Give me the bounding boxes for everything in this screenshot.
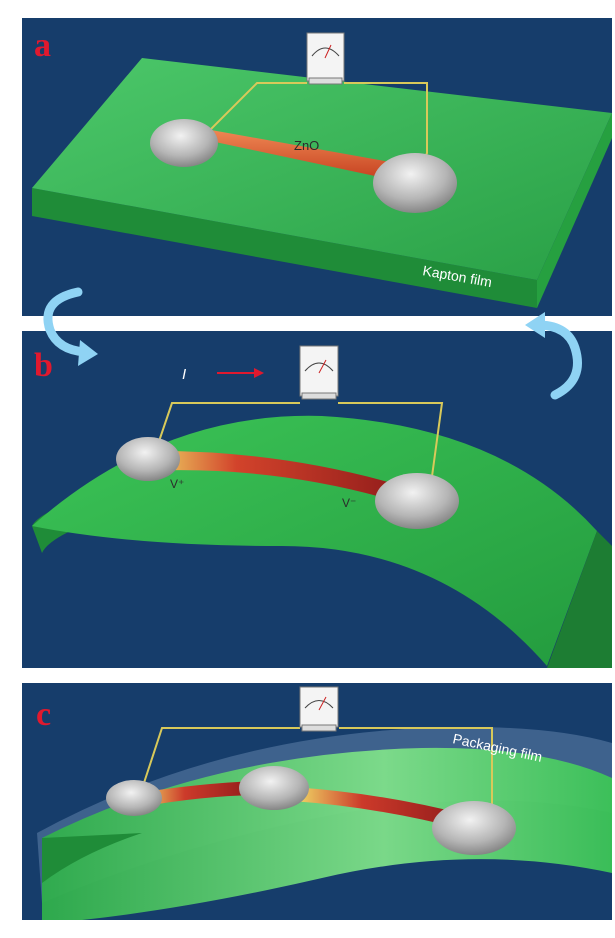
electrode-left — [150, 119, 218, 167]
bend-arrow-left-icon — [43, 287, 98, 366]
kapton-film-side — [32, 188, 537, 308]
panel-c-diagram: Packaging film c — [36, 686, 612, 920]
electrode-right — [373, 153, 457, 213]
ammeter-icon — [299, 345, 339, 400]
zno-nanowire-bent — [142, 450, 412, 503]
zno-nanowire-segment-1 — [137, 781, 257, 807]
panel-b: I V⁺ V⁻ b — [22, 331, 612, 668]
current-arrow-head — [254, 368, 264, 378]
zno-nanowire — [187, 128, 407, 180]
electrode-right — [375, 473, 459, 529]
circuit-wire-right — [338, 402, 444, 492]
panel-c-letter: c — [36, 696, 51, 733]
circuit-wire — [153, 402, 300, 457]
zno-nanowire-segment-2 — [292, 787, 467, 829]
circuit-wire — [139, 727, 300, 796]
v-plus-label: V⁺ — [170, 477, 184, 491]
circuit-wire — [196, 82, 307, 144]
bend-arrow-right-icon — [525, 312, 582, 400]
v-minus-label: V⁻ — [342, 496, 356, 510]
electrode-left — [106, 780, 162, 816]
kapton-film-bent-side — [547, 531, 612, 668]
panel-c: Packaging film c — [22, 683, 612, 920]
ammeter-icon — [299, 686, 339, 732]
kapton-film-bent-front — [42, 833, 142, 883]
panel-a-diagram: ZnO Kapton film a — [32, 27, 612, 308]
electrode-middle — [239, 766, 309, 810]
electrode-left — [116, 437, 180, 481]
circuit-wire-right — [339, 727, 493, 813]
ammeter-icon — [306, 32, 345, 85]
kapton-film-bent-top — [32, 415, 597, 666]
zno-label: ZnO — [294, 138, 319, 153]
kapton-film-end — [537, 113, 612, 308]
panel-a: ZnO Kapton film a — [22, 18, 612, 316]
kapton-film-top — [32, 58, 612, 280]
electrode-right — [432, 801, 516, 855]
current-label: I — [182, 366, 186, 383]
panel-b-diagram: I V⁺ V⁻ b — [32, 345, 612, 668]
panel-b-letter: b — [34, 347, 53, 384]
panel-a-letter: a — [34, 27, 51, 64]
